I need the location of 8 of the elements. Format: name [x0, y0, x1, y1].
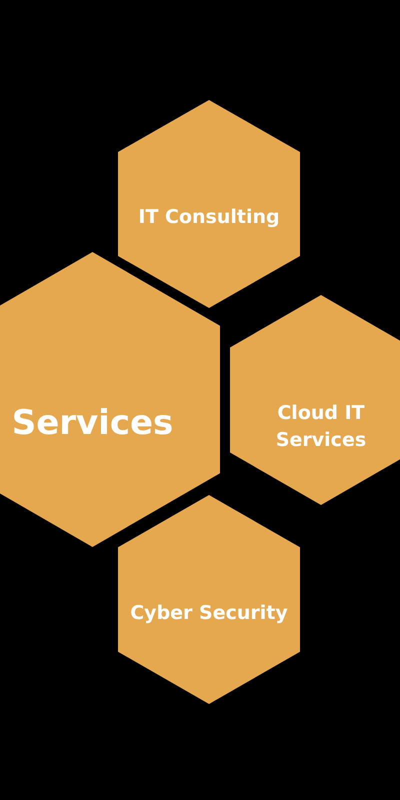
hexagon: [0, 252, 220, 547]
node-label: IT Consulting: [137, 205, 281, 230]
node-label: Cyber Security: [129, 600, 289, 626]
hexagon: [118, 100, 300, 308]
node-label: Cloud IT Services: [274, 401, 368, 453]
hexagon: [118, 495, 300, 704]
node-label: Services: [10, 402, 174, 444]
hexagon: [230, 295, 400, 505]
